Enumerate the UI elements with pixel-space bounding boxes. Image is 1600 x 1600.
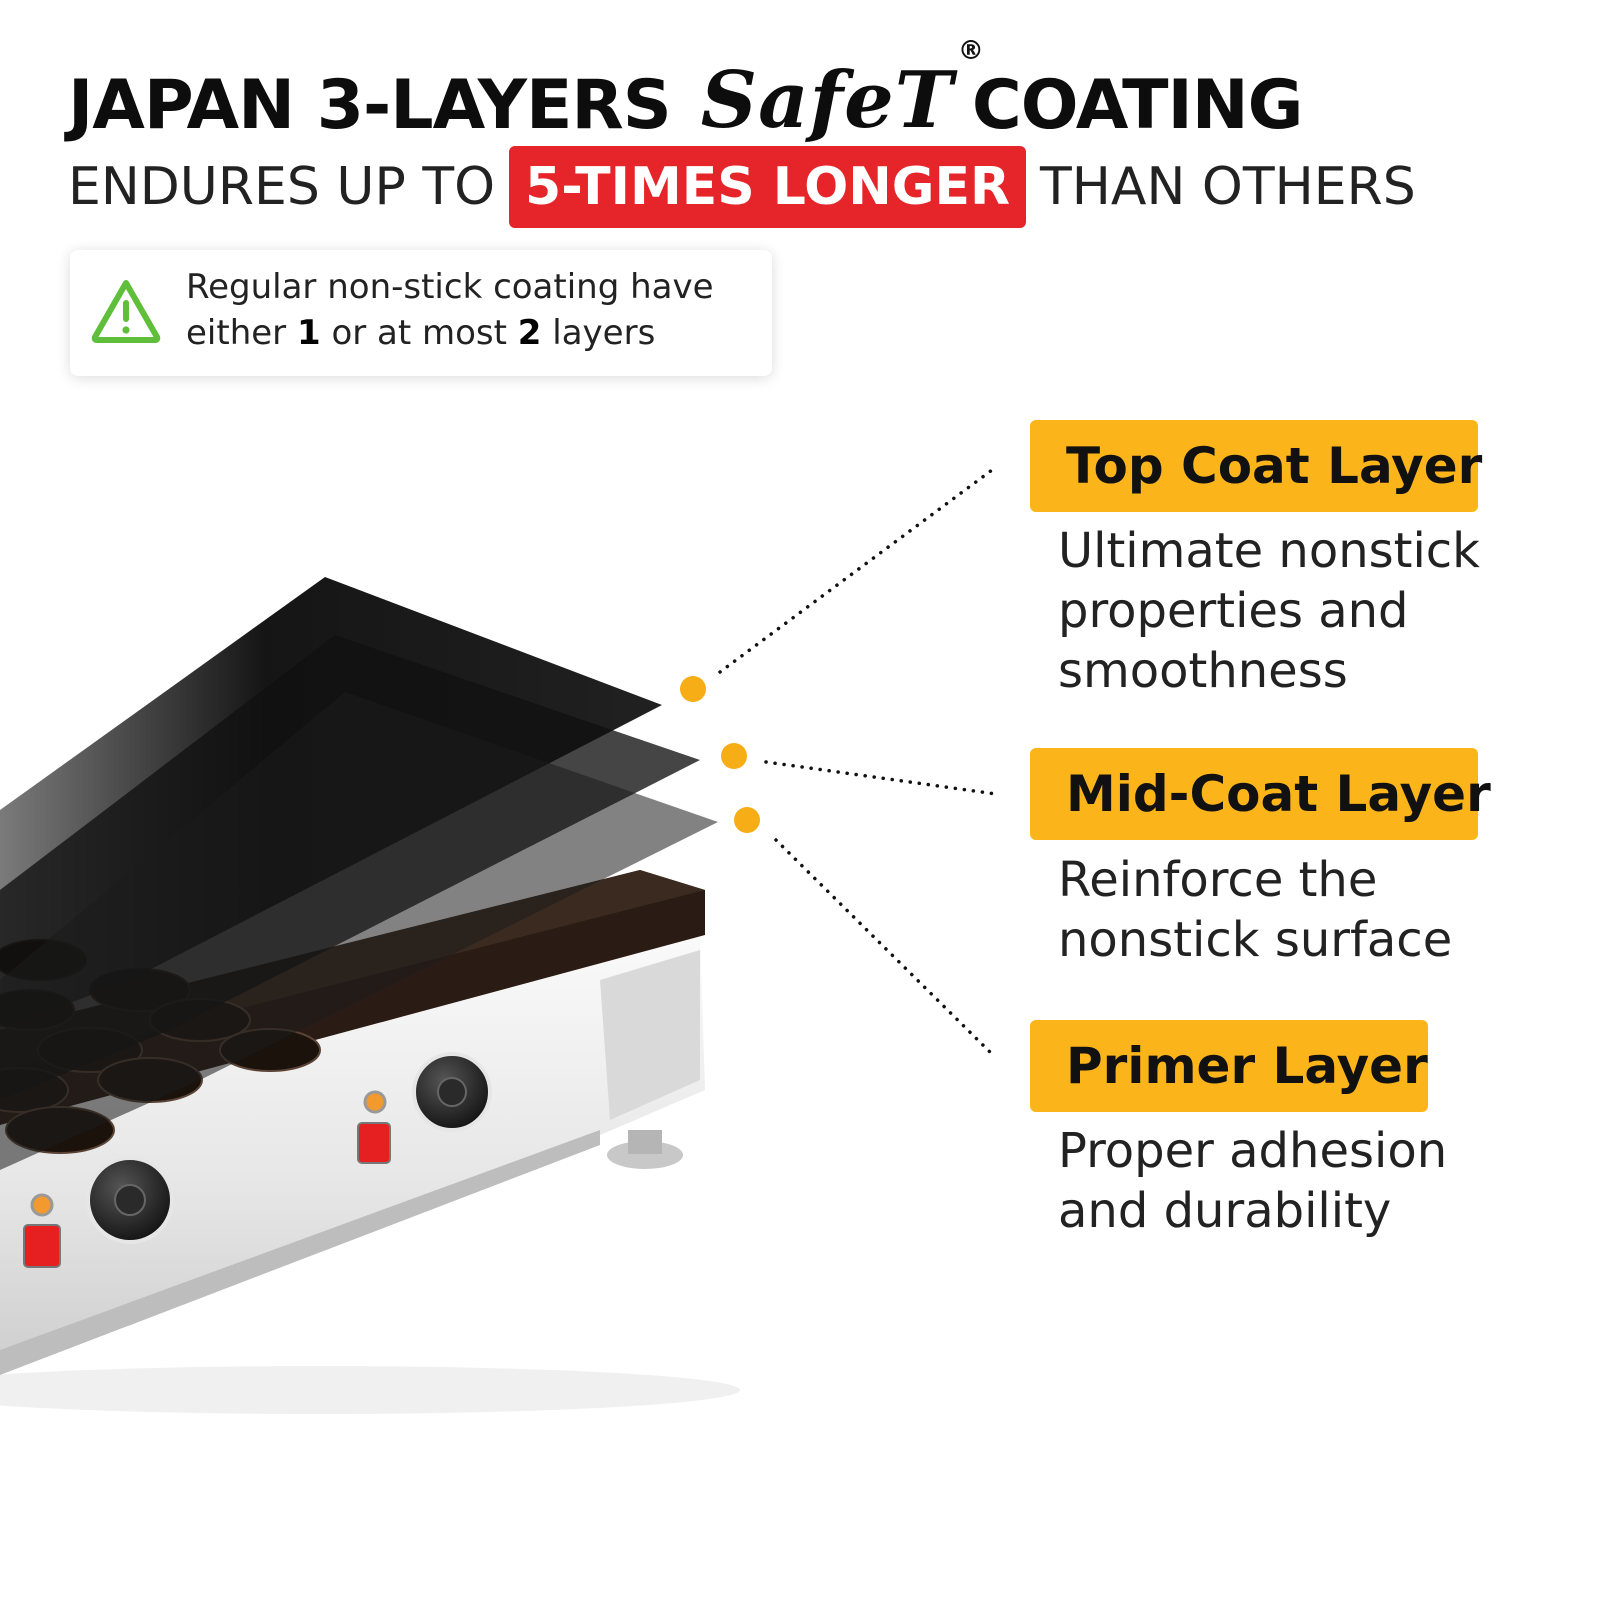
subheadline-before: ENDURES UP TO bbox=[68, 157, 496, 217]
highlight-badge: 5-TIMES LONGER bbox=[509, 146, 1027, 228]
warning-note-card: Regular non-stick coating have either 1 … bbox=[70, 250, 772, 376]
brand-logo: SafeT ® bbox=[701, 36, 984, 140]
warning-triangle-icon bbox=[91, 280, 161, 343]
note-number-2: 2 bbox=[517, 313, 542, 353]
note-word: layers bbox=[552, 313, 656, 353]
note-word: either bbox=[186, 313, 287, 353]
headline-prefix: JAPAN 3-LAYERS bbox=[68, 66, 672, 145]
description-line: smoothness bbox=[1058, 643, 1348, 699]
mid-coat-label: Mid-Coat Layer bbox=[1030, 748, 1491, 840]
primer-description: Proper adhesion and durability bbox=[1058, 1121, 1447, 1241]
control-panel-right bbox=[357, 1052, 492, 1164]
control-panel-left bbox=[23, 1156, 174, 1268]
registered-mark: ® bbox=[957, 36, 984, 66]
description-line: nonstick surface bbox=[1058, 912, 1453, 968]
subheadline-after: THAN OTHERS bbox=[1040, 157, 1416, 217]
primer-sheet bbox=[0, 692, 718, 1170]
description-line: properties and bbox=[1058, 583, 1409, 639]
description-line: Reinforce the bbox=[1058, 852, 1378, 908]
griddle-product-image bbox=[0, 577, 740, 1414]
callout-dot-mid bbox=[721, 743, 747, 769]
description-line: Proper adhesion bbox=[1058, 1123, 1448, 1179]
callout-dot-top bbox=[680, 676, 706, 702]
callout-dot-primer bbox=[734, 807, 760, 833]
subheadline: ENDURES UP TO 5-TIMES LONGER THAN OTHERS bbox=[68, 146, 1416, 228]
note-line-2: either 1 or at most 2 layers bbox=[186, 310, 766, 356]
primer-label: Primer Layer bbox=[1030, 1020, 1428, 1112]
brand-wordmark: SafeT bbox=[700, 55, 954, 146]
note-line-1: Regular non-stick coating have bbox=[186, 267, 714, 307]
note-number-1: 1 bbox=[296, 313, 321, 353]
headline: JAPAN 3-LAYERS SafeT ® COATING bbox=[68, 36, 1304, 145]
note-word: or at most bbox=[331, 313, 507, 353]
top-coat-description: Ultimate nonstick properties and smoothn… bbox=[1058, 521, 1480, 701]
description-line: Ultimate nonstick bbox=[1058, 523, 1480, 579]
description-line: and durability bbox=[1058, 1183, 1392, 1239]
top-coat-label: Top Coat Layer bbox=[1030, 420, 1482, 512]
headline-suffix: COATING bbox=[971, 66, 1304, 145]
note-text: Regular non-stick coating have either 1 … bbox=[186, 264, 766, 356]
mid-coat-description: Reinforce the nonstick surface bbox=[1058, 850, 1452, 970]
